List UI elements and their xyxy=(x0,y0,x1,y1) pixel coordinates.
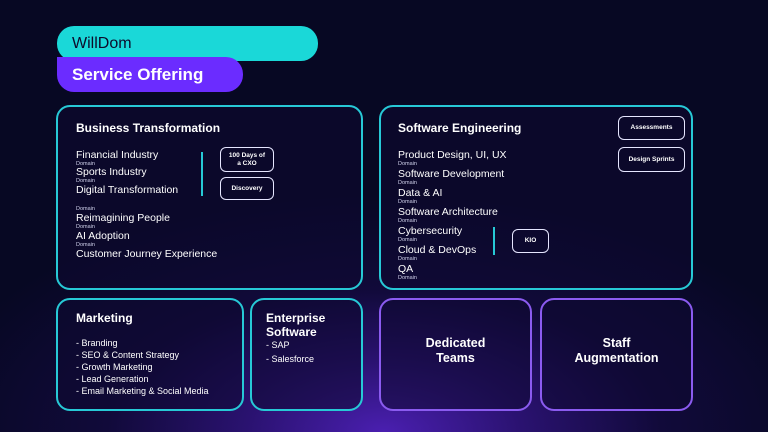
list-item: Product Design, UI, UX xyxy=(398,149,507,161)
domain-tag: Domain xyxy=(398,237,417,243)
list-item: - SEO & Content Strategy xyxy=(76,350,180,360)
page-title-pill: Service Offering xyxy=(57,57,243,92)
list-item: - Growth Marketing xyxy=(76,362,153,372)
list-item: Financial Industry xyxy=(76,149,159,161)
card-title-line2: Teams xyxy=(436,351,475,365)
list-item: Cybersecurity xyxy=(398,225,463,237)
card-title: Marketing xyxy=(76,311,133,325)
domain-tag: Domain xyxy=(398,161,417,167)
chip-100-days-cxo[interactable]: 100 Days of a CXO xyxy=(220,147,274,172)
domain-tag: Domain xyxy=(398,199,417,205)
marketing-card: Marketing - Branding - SEO & Content Str… xyxy=(56,298,244,411)
list-item: - Email Marketing & Social Media xyxy=(76,386,209,396)
page-title: Service Offering xyxy=(72,64,204,84)
domain-tag: Domain xyxy=(398,256,417,262)
brand-label: WillDom xyxy=(72,34,132,52)
list-item: AI Adoption xyxy=(76,230,130,242)
list-item: - Branding xyxy=(76,338,118,348)
card-title: Software Engineering xyxy=(398,121,522,135)
domain-tag: Domain xyxy=(398,275,417,281)
card-title-line2: Augmentation xyxy=(574,351,659,365)
list-item: Software Architecture xyxy=(398,206,498,218)
list-item: Digital Transformation xyxy=(76,184,179,196)
software-engineering-card: Software Engineering Product Design, UI,… xyxy=(379,105,693,290)
list-item: Data & AI xyxy=(398,187,443,199)
business-transformation-card: Business Transformation Financial Indust… xyxy=(56,105,363,290)
card-title-line1: Enterprise xyxy=(266,311,326,325)
divider xyxy=(493,227,495,255)
card-title-line2: Software xyxy=(266,325,317,339)
list-item: - Salesforce xyxy=(266,354,315,364)
list-item: - Lead Generation xyxy=(76,374,149,384)
card-title-line1: Staff xyxy=(602,336,631,350)
dedicated-teams-card: Dedicated Teams xyxy=(379,298,532,411)
brand-pill: WillDom xyxy=(57,26,318,61)
domain-tag: Domain xyxy=(76,178,95,184)
card-title: Business Transformation xyxy=(76,121,221,135)
chip-design-sprints[interactable]: Design Sprints xyxy=(618,147,685,172)
staff-augmentation-card: Staff Augmentation xyxy=(540,298,693,411)
domain-tag: Domain xyxy=(398,218,417,224)
list-item: QA xyxy=(398,263,414,275)
domain-tag: Domain xyxy=(76,206,95,212)
list-item: Cloud & DevOps xyxy=(398,244,477,256)
domain-tag: Domain xyxy=(76,224,95,230)
list-item: Sports Industry xyxy=(76,166,147,178)
enterprise-software-card: Enterprise Software - SAP - Salesforce xyxy=(250,298,363,411)
list-item: Software Development xyxy=(398,168,505,180)
list-item: - SAP xyxy=(266,340,290,350)
list-item: Customer Journey Experience xyxy=(76,248,218,260)
chip-discovery[interactable]: Discovery xyxy=(220,177,274,200)
chip-kio[interactable]: KIO xyxy=(512,229,549,253)
list-item: Reimagining People xyxy=(76,212,170,224)
domain-tag: Domain xyxy=(76,242,95,248)
chip-assessments[interactable]: Assessments xyxy=(618,116,685,140)
domain-tag: Domain xyxy=(398,180,417,186)
domain-tag: Domain xyxy=(76,161,95,167)
divider xyxy=(201,152,203,196)
card-title-line1: Dedicated xyxy=(425,336,486,350)
